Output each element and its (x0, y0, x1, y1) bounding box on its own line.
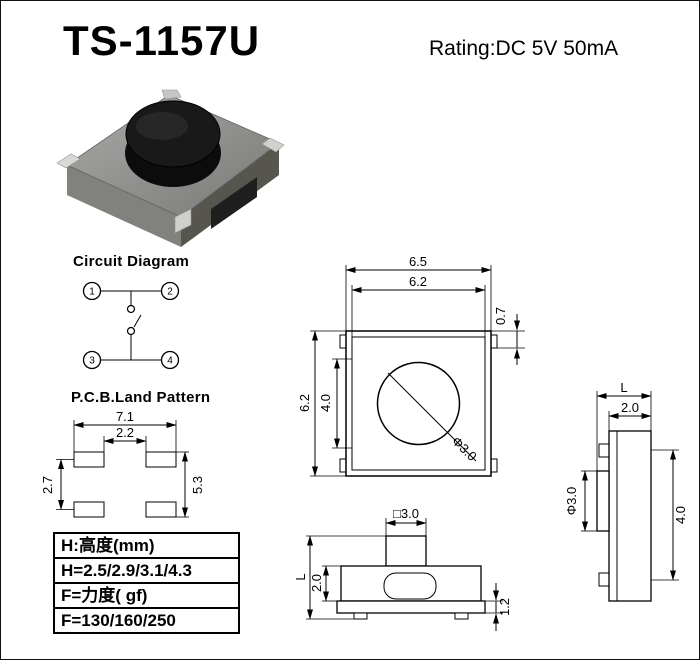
page-title: TS-1157U (63, 17, 261, 64)
dim-side-pin-span: 4.0 (651, 449, 688, 581)
top-view-drawing: Φ3.0 6.5 6.2 0.7 6.2 (297, 254, 525, 477)
switch-photo (56, 89, 285, 247)
switch-body-right-face (181, 143, 279, 247)
spec-row-h-title: H:高度(mm) (55, 534, 238, 559)
circuit-diagram: 1 2 3 4 (82, 281, 180, 370)
dim-label: 7.1 (116, 409, 134, 424)
spec-row-f-values: F=130/160/250 (61, 611, 176, 630)
dim-label: 6.5 (409, 254, 427, 269)
dim-side-total: L (596, 380, 652, 471)
dim-body-height: 2.0 (309, 565, 341, 602)
circuit-wires (100, 290, 162, 361)
button-outline (376, 361, 461, 446)
dome-detail (383, 572, 437, 600)
top-view-body: Φ3.0 (339, 330, 498, 477)
spec-row-f-title: F=力度( gf) (55, 584, 238, 609)
side-view-drawing: L 2.0 Φ3.0 4.0 (564, 380, 688, 602)
land-pattern-drawing: 7.1 2.2 2.7 5.3 (40, 409, 205, 518)
dim-label: L (620, 380, 627, 395)
dim-label: 2.7 (40, 476, 55, 494)
pin-1-number: 1 (89, 287, 95, 298)
circuit-diagram-label: Circuit Diagram (73, 253, 190, 270)
button-front (385, 535, 427, 567)
dim-inner-height: 4.0 (318, 358, 352, 449)
base-front (336, 600, 486, 614)
circuit-contacts (126, 304, 136, 336)
spec-table: H:高度(mm) H=2.5/2.9/3.1/4.3 F=力度( gf) F=1… (53, 532, 240, 634)
dim-tab-offset: 0.7 (491, 307, 525, 365)
dim-outer-width: 6.5 (345, 254, 492, 331)
corner-lead-front (174, 208, 192, 234)
foot-right (454, 612, 469, 620)
pin-2-number: 2 (167, 287, 173, 298)
dim-land-width: 7.1 (73, 409, 177, 452)
pin-3-number: 3 (89, 356, 95, 367)
dim-label: 6.2 (409, 274, 427, 289)
body-side (608, 430, 652, 602)
spec-row-h-values: H=2.5/2.9/3.1/4.3 (55, 559, 238, 584)
corner-lead-left (56, 153, 81, 169)
dim-land-pitch: 2.7 (40, 459, 74, 510)
dim-label: Φ3.0 (564, 487, 579, 515)
dim-label: 6.2 (297, 394, 312, 412)
corner-lead-right (261, 137, 285, 153)
dim-land-height: 5.3 (176, 451, 205, 518)
button-highlight (136, 112, 188, 140)
front-view-body (336, 535, 486, 620)
dim-side-button: Φ3.0 (564, 470, 597, 532)
dim-label: 1.2 (497, 598, 512, 616)
button-side (596, 470, 610, 532)
solder-pads (73, 451, 177, 518)
dim-body-width: 6.2 (351, 274, 486, 337)
side-pin-top (598, 443, 610, 458)
dim-outer-height: 6.2 (297, 330, 346, 477)
foot-left (353, 612, 368, 620)
dim-label: 2.0 (621, 400, 639, 415)
land-pattern-label: P.C.B.Land Pattern (71, 389, 211, 406)
side-lead-notch (211, 177, 257, 229)
switch-body-left-face (67, 165, 181, 247)
dim-label: 4.0 (673, 506, 688, 524)
dim-land-gap: 2.2 (103, 425, 147, 452)
side-view-body (596, 430, 652, 602)
rating-text: Rating:DC 5V 50mA (429, 37, 619, 60)
dim-label: □3.0 (393, 506, 419, 521)
product-photo (56, 89, 285, 247)
dim-button-square: □3.0 (385, 506, 427, 536)
front-view-drawing: □3.0 L 2.0 1.2 (293, 506, 512, 631)
dim-total-height: L (293, 535, 386, 620)
dim-label: 0.7 (493, 307, 508, 325)
pin-4-number: 4 (167, 356, 173, 367)
corner-lead-back (161, 89, 182, 100)
dim-side-body: 2.0 (608, 400, 652, 431)
dim-label: 2.0 (309, 574, 324, 592)
side-pin-bottom (598, 572, 610, 587)
dim-label: 5.3 (190, 476, 205, 494)
dim-label: 2.2 (116, 425, 134, 440)
dim-label: L (293, 573, 308, 580)
body-front (340, 565, 482, 602)
circuit-pins: 1 2 3 4 (82, 281, 180, 370)
dim-lead-height: 1.2 (485, 583, 512, 631)
dim-label: 4.0 (318, 394, 333, 412)
